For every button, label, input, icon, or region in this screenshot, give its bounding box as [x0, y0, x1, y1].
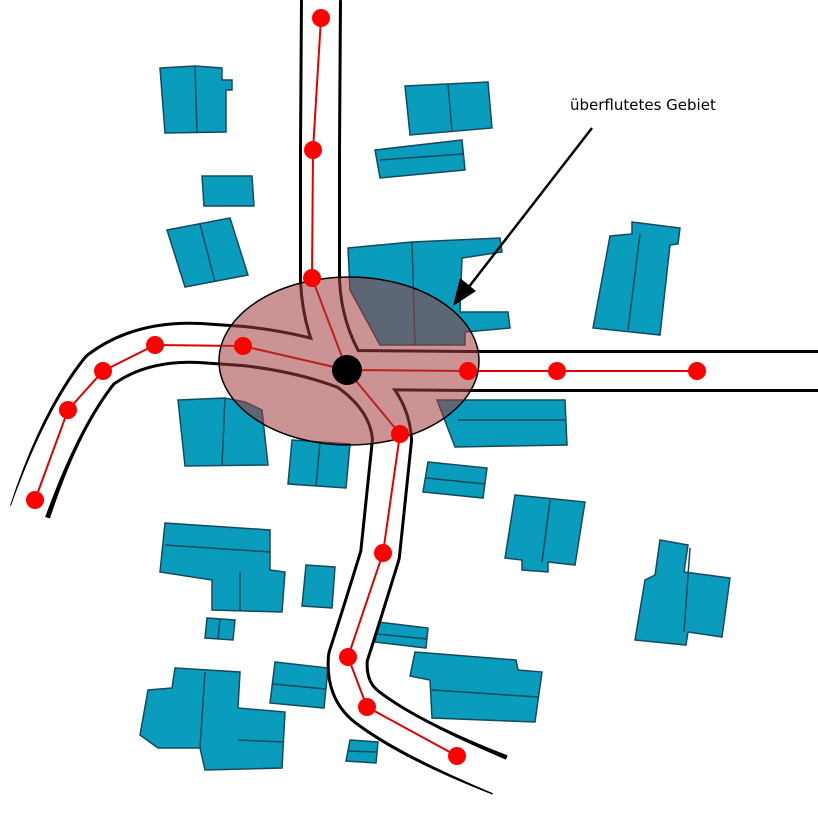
building — [374, 139, 466, 179]
network-node-icon — [358, 698, 376, 716]
building — [409, 651, 543, 723]
annotation-arrow — [453, 127, 593, 306]
network-node-icon — [548, 362, 566, 380]
network-node-icon — [339, 648, 357, 666]
network-node-icon — [94, 362, 112, 380]
network-node-icon — [59, 401, 77, 419]
building — [269, 661, 329, 709]
network-node-icon — [448, 747, 466, 765]
network-node-icon — [688, 362, 706, 380]
arrowhead-icon — [453, 278, 476, 306]
flood-area-label: überflutetes Gebiet — [570, 96, 716, 114]
building — [159, 522, 286, 613]
network-node-icon — [459, 362, 477, 380]
building — [204, 617, 236, 641]
network-nodes — [26, 9, 706, 765]
building — [201, 175, 255, 207]
network-node-icon — [234, 337, 252, 355]
building — [422, 461, 488, 499]
network-node-icon — [304, 141, 322, 159]
building — [139, 667, 286, 771]
building — [404, 81, 493, 136]
network-node-icon — [146, 336, 164, 354]
building — [634, 539, 731, 646]
building — [592, 221, 681, 336]
network-node-icon — [303, 269, 321, 287]
building — [435, 399, 568, 448]
building — [301, 564, 336, 609]
network-node-icon — [374, 544, 392, 562]
network-node-icon — [391, 425, 409, 443]
center-node-icon — [332, 355, 362, 385]
network-node-icon — [26, 491, 44, 509]
network-node-icon — [312, 9, 330, 27]
